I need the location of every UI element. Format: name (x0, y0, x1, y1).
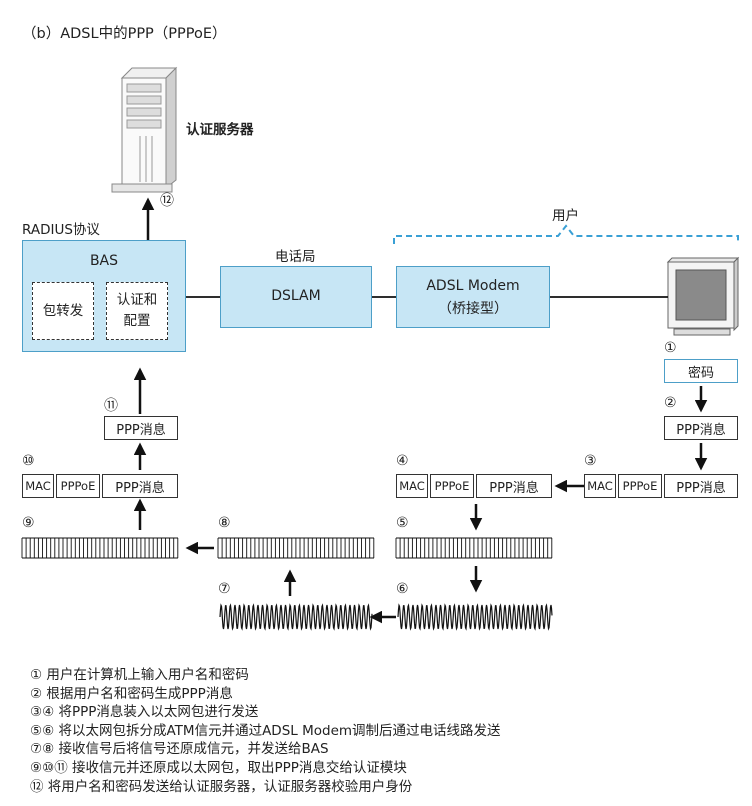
auth-config-module: 认证和 配置 (106, 282, 168, 340)
ppp-label: PPP消息 (676, 480, 726, 496)
monitor-icon (666, 256, 740, 336)
modem-line1: ADSL Modem (426, 278, 520, 294)
pppoe-label: PPPoE (60, 479, 96, 493)
step-2: ② (664, 395, 677, 411)
ppp-message-4: PPP消息 (476, 474, 552, 498)
step-8: ⑧ (218, 515, 231, 531)
step-10: ⑩ (22, 453, 35, 469)
password-label: 密码 (687, 365, 714, 381)
legend: ① 用户在计算机上输入用户名和密码 ② 根据用户名和密码生成PPP消息 ③④ 将… (30, 666, 501, 796)
ppp-message-10: PPP消息 (102, 474, 178, 498)
pppoe-header-3: PPPoE (618, 474, 662, 498)
signal-wave-6 (397, 603, 553, 631)
step-3: ③ (584, 453, 597, 469)
legend-item: ① 用户在计算机上输入用户名和密码 (30, 667, 249, 683)
pppoe-label: PPPoE (434, 479, 470, 493)
legend-item: ⑤⑥ 将以太网包拆分成ATM信元并通过ADSL Modem调制后通过电话线路发送 (30, 722, 501, 739)
step-5: ⑤ (396, 515, 409, 531)
mac-header-10: MAC (22, 474, 54, 498)
step-6: ⑥ (396, 581, 409, 597)
pppoe-label: PPPoE (622, 479, 658, 493)
auth-server-label: 认证服务器 (186, 122, 254, 138)
phone-office-label: 电话局 (275, 249, 316, 265)
dslam-box: DSLAM (220, 266, 372, 328)
ppp-message-3: PPP消息 (664, 474, 738, 498)
radius-label: RADIUS协议 (22, 222, 100, 238)
ppp-label: PPP消息 (676, 422, 726, 438)
legend-item: ③④ 将PPP消息装入以太网包进行发送 (30, 704, 259, 721)
mac-label: MAC (25, 479, 51, 493)
auth-line2: 配置 (123, 313, 151, 329)
step-1: ① (664, 340, 677, 356)
ppp-label: PPP消息 (116, 422, 166, 438)
mac-header-4: MAC (396, 474, 428, 498)
mac-label: MAC (587, 479, 613, 493)
step-7: ⑦ (218, 581, 231, 597)
bas-title: BAS (89, 253, 119, 269)
step-11: ⑪ (104, 398, 118, 414)
auth-line1: 认证和 (116, 292, 158, 308)
server-icon (111, 66, 178, 193)
ppp-message-11: PPP消息 (104, 416, 178, 440)
legend-item: ⑫ 将用户名和密码发送给认证服务器，认证服务器校验用户身份 (30, 778, 413, 795)
user-label: 用户 (552, 208, 579, 224)
pppoe-header-10: PPPoE (56, 474, 100, 498)
ppp-label: PPP消息 (489, 480, 539, 496)
packet-forward-module: 包转发 (32, 282, 94, 340)
mac-label: MAC (399, 479, 425, 493)
mac-header-3: MAC (584, 474, 616, 498)
modem-line2: （桥接型） (438, 301, 508, 317)
step-12: ⑫ (160, 193, 174, 209)
signal-wave-7 (219, 603, 373, 631)
atm-cells-9 (21, 537, 179, 559)
step-9: ⑨ (22, 515, 35, 531)
atm-cells-8 (217, 537, 375, 559)
pppoe-header-4: PPPoE (430, 474, 474, 498)
legend-item: ⑨⑩⑪ 接收信元并还原成以太网包，取出PPP消息交给认证模块 (30, 759, 407, 776)
ppp-label: PPP消息 (115, 480, 165, 496)
figure-title: （b）ADSL中的PPP（PPPoE） (22, 26, 227, 42)
legend-item: ⑦⑧ 接收信号后将信号还原成信元，并发送给BAS (30, 741, 329, 758)
ppp-message-2: PPP消息 (664, 416, 738, 440)
dslam-label: DSLAM (271, 288, 321, 304)
step-4: ④ (396, 453, 409, 469)
legend-item: ② 根据用户名和密码生成PPP消息 (30, 685, 233, 702)
adsl-modem-box: ADSL Modem （桥接型） (396, 266, 550, 328)
atm-cells-5 (395, 537, 553, 559)
forward-label: 包转发 (42, 302, 84, 319)
password-box: 密码 (664, 359, 738, 383)
